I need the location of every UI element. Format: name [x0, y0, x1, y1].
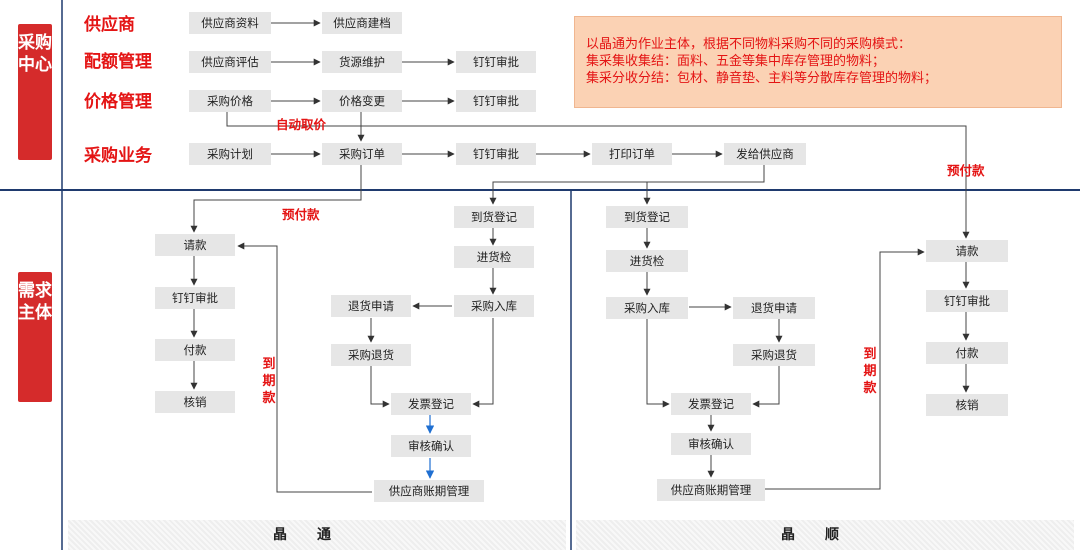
js-return-request-box: 退货申请 [733, 297, 815, 319]
due-label-left: 到期款 [262, 357, 276, 406]
jt-invoice-reg-box: 发票登记 [391, 393, 471, 415]
category-supplier: 供应商 [84, 15, 135, 35]
js-purchase-instock-box: 采购入库 [606, 297, 688, 319]
supplier-eval-box: 供应商评估 [189, 51, 271, 73]
procurement-mode-note: 以晶通为作业主体，根据不同物料采购不同的采购模式： 集采集收集结：面料、五金等集… [574, 16, 1062, 108]
js-supplier-account-box: 供应商账期管理 [657, 479, 765, 501]
jt-purchase-instock-box: 采购入库 [454, 295, 534, 317]
jt-payment-box: 付款 [155, 339, 235, 361]
jt-incoming-inspect-box: 进货检 [454, 246, 534, 268]
source-maint-box: 货源维护 [322, 51, 402, 73]
jt-payment-approval-box: 钉钉审批 [155, 287, 235, 309]
footer-jingtong: 晶通 [68, 520, 566, 550]
js-payment-approval-box: 钉钉审批 [926, 290, 1008, 312]
supplier-file-box: 供应商建档 [322, 12, 402, 34]
jt-arrival-reg-box: 到货登记 [454, 206, 534, 228]
js-audit-confirm-box: 审核确认 [671, 433, 751, 455]
order-approval-box: 钉钉审批 [456, 143, 536, 165]
jt-payment-request-box: 请款 [155, 234, 235, 256]
category-price: 价格管理 [84, 92, 152, 112]
js-write-off-box: 核销 [926, 394, 1008, 416]
purchase-price-box: 采购价格 [189, 90, 271, 112]
note-line-2: 集采集收集结：面料、五金等集中库存管理的物料； [586, 54, 886, 69]
prepay-label-right: 预付款 [947, 163, 985, 178]
due-label-right: 到期款 [863, 347, 877, 396]
auto-price-label: 自动取价 [276, 117, 327, 132]
supplier-info-box: 供应商资料 [189, 12, 271, 34]
note-line-1: 以晶通为作业主体，根据不同物料采购不同的采购模式： [586, 37, 912, 52]
purchase-plan-box: 采购计划 [189, 143, 271, 165]
jt-supplier-account-box: 供应商账期管理 [374, 480, 484, 502]
prepay-label-left: 预付款 [282, 207, 320, 222]
js-payment-request-box: 请款 [926, 240, 1008, 262]
jt-return-request-box: 退货申请 [331, 295, 411, 317]
jt-audit-confirm-box: 审核确认 [391, 435, 471, 457]
price-change-box: 价格变更 [322, 90, 402, 112]
price-approval-box: 钉钉审批 [456, 90, 536, 112]
js-purchase-return-box: 采购退货 [733, 344, 815, 366]
js-payment-box: 付款 [926, 342, 1008, 364]
category-quota: 配额管理 [84, 52, 152, 72]
category-business: 采购业务 [84, 146, 152, 166]
footer-jingshun: 晶顺 [576, 520, 1074, 550]
print-order-box: 打印订单 [592, 143, 672, 165]
demand-subject-label: 需求主体 [18, 272, 52, 402]
jt-write-off-box: 核销 [155, 391, 235, 413]
js-incoming-inspect-box: 进货检 [606, 250, 688, 272]
note-line-3: 集采分收分结：包材、静音垫、主料等分散库存管理的物料； [586, 71, 938, 86]
purchase-order-box: 采购订单 [322, 143, 402, 165]
quota-approval-box: 钉钉审批 [456, 51, 536, 73]
send-supplier-box: 发给供应商 [724, 143, 806, 165]
procurement-center-label: 采购中心 [18, 24, 52, 160]
jt-purchase-return-box: 采购退货 [331, 344, 411, 366]
js-arrival-reg-box: 到货登记 [606, 206, 688, 228]
js-invoice-reg-box: 发票登记 [671, 393, 751, 415]
